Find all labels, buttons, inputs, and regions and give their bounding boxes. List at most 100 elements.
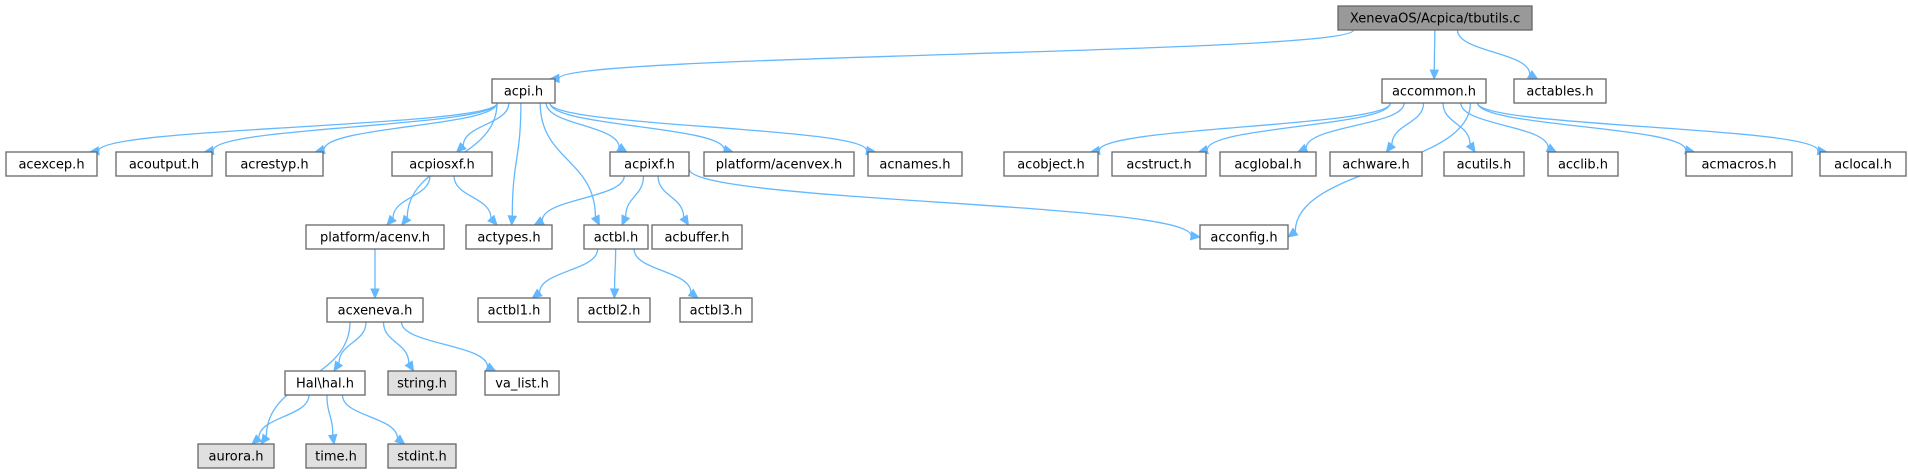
- edge-line: [1442, 102, 1471, 145]
- node-label: acmacros.h: [1701, 158, 1776, 173]
- edge-line: [613, 248, 617, 290]
- node-actypes[interactable]: actypes.h: [465, 224, 553, 250]
- edge-halh-to-stdint: [341, 394, 406, 445]
- node-valist[interactable]: va_list.h: [484, 370, 560, 396]
- node-box: [679, 297, 753, 323]
- node-acpixf[interactable]: acpixf.h: [609, 151, 690, 177]
- node-acobject[interactable]: acobject.h: [1003, 151, 1099, 177]
- edge-acpixf-to-actbl: [621, 175, 645, 227]
- node-timeh[interactable]: time.h: [305, 443, 367, 469]
- edge-arrowhead: [679, 214, 690, 227]
- edge-line: [1305, 102, 1405, 149]
- edge-acpi-to-acexcep: [88, 102, 498, 156]
- node-label: aclocal.h: [1834, 158, 1892, 173]
- edge-acpi-to-acpixf: [545, 102, 628, 153]
- node-box: [1329, 151, 1423, 177]
- node-acbuffer[interactable]: acbuffer.h: [651, 224, 743, 250]
- edge-acpixf-to-actypes: [533, 175, 625, 226]
- node-box: [305, 443, 367, 469]
- edge-acpiosxf-to-acenv: [386, 175, 431, 226]
- node-label: actables.h: [1526, 85, 1593, 100]
- node-acrestyp[interactable]: acrestyp.h: [225, 151, 324, 177]
- node-acstruct[interactable]: acstruct.h: [1111, 151, 1207, 177]
- edge-acpi-to-actbl: [539, 102, 600, 227]
- node-halh[interactable]: Hal\hal.h: [284, 370, 366, 396]
- node-box: [867, 151, 963, 177]
- node-label: acpiosxf.h: [409, 158, 474, 173]
- node-acconfig[interactable]: acconfig.h: [1199, 224, 1289, 250]
- node-box: [583, 224, 649, 250]
- node-accommon[interactable]: accommon.h: [1381, 78, 1487, 104]
- edge-line: [323, 102, 498, 150]
- edge-arrowhead: [404, 360, 415, 373]
- node-aurora[interactable]: aurora.h: [197, 443, 275, 469]
- node-box: [1547, 151, 1619, 177]
- node-aclocal[interactable]: aclocal.h: [1819, 151, 1907, 177]
- edge-line: [382, 321, 410, 364]
- node-label: accommon.h: [1392, 85, 1476, 100]
- edge-arrowhead: [455, 142, 467, 153]
- node-actbl[interactable]: actbl.h: [583, 224, 649, 250]
- node-box: [326, 297, 424, 323]
- node-actables[interactable]: actables.h: [1513, 78, 1607, 104]
- node-label: acpixf.h: [624, 158, 675, 173]
- edge-accommon-to-acutils: [1442, 102, 1476, 154]
- node-actbl1[interactable]: actbl1.h: [477, 297, 551, 323]
- node-label: va_list.h: [495, 377, 549, 392]
- node-acnames[interactable]: acnames.h: [867, 151, 963, 177]
- edge-line: [258, 394, 310, 439]
- edge-line: [98, 102, 498, 152]
- node-acoutput[interactable]: acoutput.h: [115, 151, 213, 177]
- edge-acenv-to-acxeneva: [370, 249, 380, 300]
- node-acutils[interactable]: acutils.h: [1443, 151, 1525, 177]
- node-achware[interactable]: achware.h: [1329, 151, 1423, 177]
- node-acenv[interactable]: platform/acenv.h: [305, 224, 445, 250]
- node-stdint[interactable]: stdint.h: [387, 443, 457, 469]
- edge-arrowhead: [531, 288, 543, 299]
- edge-halh-to-timeh: [326, 394, 338, 446]
- node-label: time.h: [315, 450, 357, 465]
- node-acglobal[interactable]: acglobal.h: [1219, 151, 1317, 177]
- node-acmacros[interactable]: acmacros.h: [1685, 151, 1793, 177]
- node-box: [115, 151, 213, 177]
- edge-halh-to-aurora: [251, 394, 310, 445]
- node-acxeneva[interactable]: acxeneva.h: [326, 297, 424, 323]
- edge-line: [511, 102, 522, 217]
- node-acenvex[interactable]: platform/acenvex.h: [703, 151, 855, 177]
- node-acpi[interactable]: acpi.h: [491, 78, 556, 104]
- edge-acpixf-to-acbuffer: [657, 175, 690, 227]
- edge-line: [338, 321, 367, 364]
- node-box: [1003, 151, 1099, 177]
- node-actbl3[interactable]: actbl3.h: [679, 297, 753, 323]
- node-acclib[interactable]: acclib.h: [1547, 151, 1619, 177]
- edge-accommon-to-aclocal: [1477, 102, 1829, 156]
- edge-acpi-to-acenvex: [549, 102, 735, 155]
- node-box: [1685, 151, 1793, 177]
- edge-line: [539, 102, 597, 217]
- node-acexcep[interactable]: acexcep.h: [5, 151, 98, 177]
- edge-line: [1206, 102, 1391, 150]
- edge-line: [538, 248, 599, 293]
- edge-line: [545, 102, 620, 148]
- edge-acxeneva-to-valist: [400, 321, 497, 372]
- edge-acpi-to-acoutput: [203, 102, 498, 156]
- edge-acpixf-to-acconfig: [688, 168, 1202, 241]
- edge-line: [633, 248, 692, 293]
- node-label: actbl3.h: [690, 304, 743, 319]
- edge-accommon-to-achware: [1385, 102, 1425, 153]
- node-box: [491, 78, 556, 104]
- edge-arrowhead: [386, 214, 397, 226]
- edge-actbl-to-actbl2: [609, 248, 620, 300]
- node-actbl2[interactable]: actbl2.h: [577, 297, 651, 323]
- node-box: [5, 151, 98, 177]
- node-acpiosxf[interactable]: acpiosxf.h: [391, 151, 493, 177]
- edge-root-to-actables: [1456, 29, 1539, 80]
- edge-acpi-to-actypes: [507, 102, 522, 227]
- node-box: [609, 151, 690, 177]
- edge-arrowhead: [609, 288, 620, 300]
- edge-arrowhead: [1385, 141, 1396, 153]
- node-root[interactable]: XenevaOS/Acpica/tbutils.c: [1337, 5, 1533, 31]
- edge-arrowhead: [333, 360, 344, 373]
- node-stringh[interactable]: string.h: [387, 370, 457, 396]
- edge-arrowhead: [400, 214, 412, 226]
